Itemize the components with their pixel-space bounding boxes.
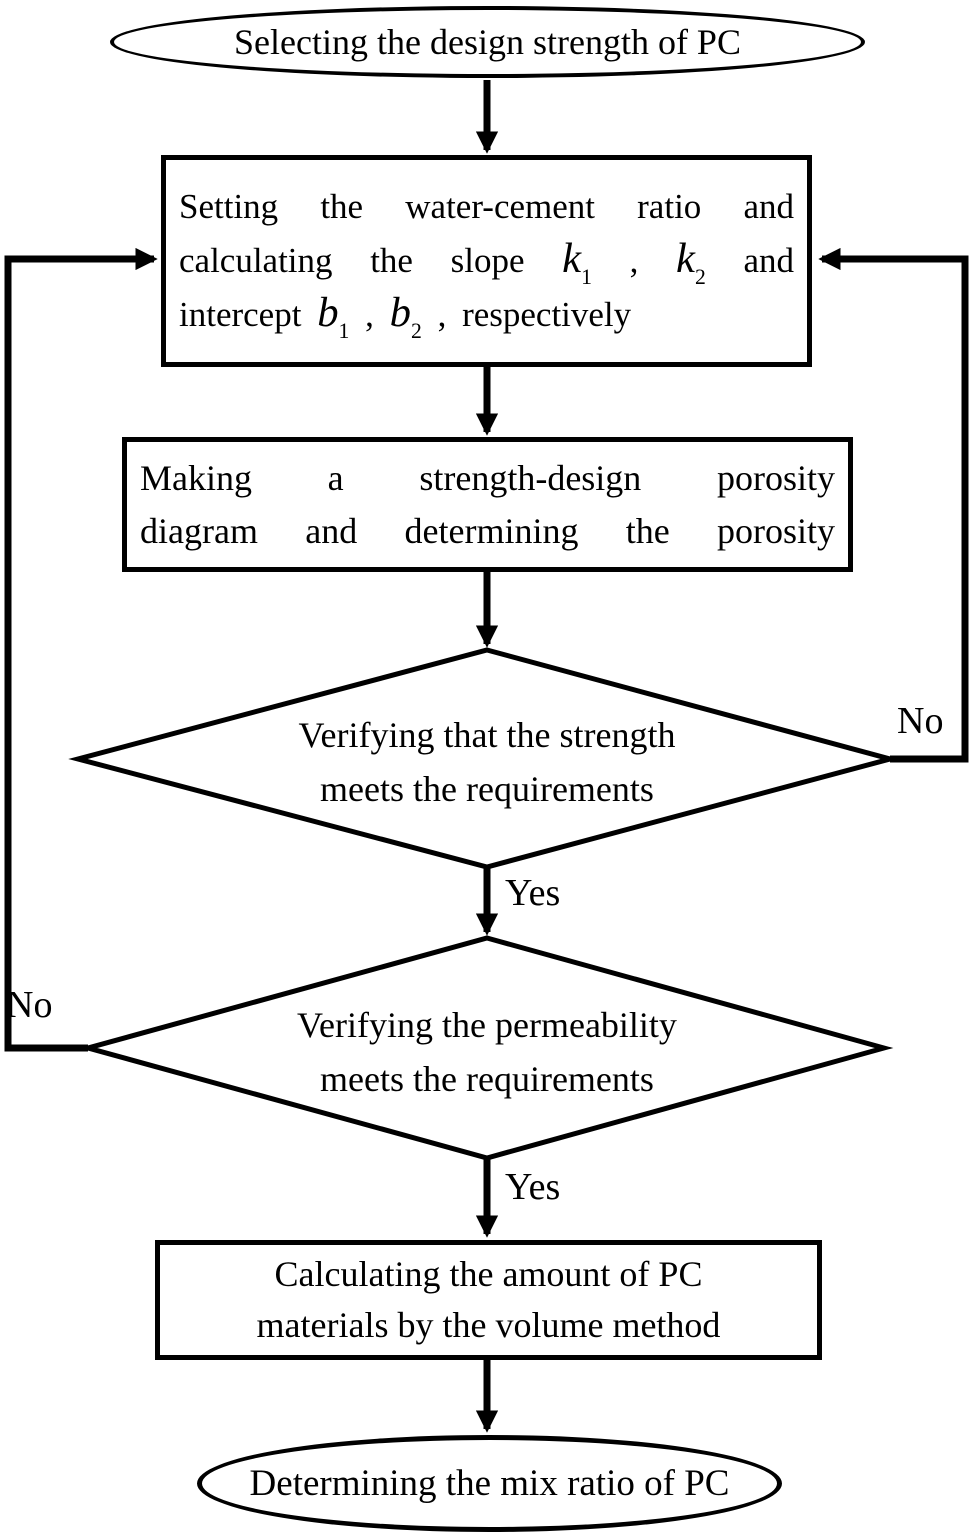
decision-permeability-label: Verifying the permeability meets the req… — [237, 998, 737, 1106]
start-label: Selecting the design strength of PC — [234, 22, 741, 62]
process-set-ratio-line3: intercept b1 , b2 , respectively — [179, 289, 632, 343]
process-porosity-diagram-line2: diagram and determining the porosity — [140, 510, 835, 551]
process-volume-method-line1: Calculating the amount of PC — [274, 1254, 703, 1294]
process-set-ratio: Setting the water-cement ratio and calcu… — [161, 155, 812, 367]
decision-permeability-line2: meets the requirements — [320, 1059, 654, 1099]
decision-permeability-shape — [78, 935, 894, 1161]
process-volume-method-line2: materials by the volume method — [256, 1305, 721, 1345]
edge-no-permeability-feedback — [4, 247, 158, 1052]
process-set-ratio-line1: Setting the water-cement ratio and — [179, 187, 794, 226]
start-terminator: Selecting the design strength of PC — [110, 6, 865, 78]
decision-strength-line1: Verifying that the strength — [298, 715, 676, 755]
edge-label-yes-strength: Yes — [505, 872, 561, 914]
end-terminator: Determining the mix ratio of PC — [197, 1435, 782, 1532]
decision-strength-label: Verifying that the strength meets the re… — [237, 708, 737, 816]
decision-strength-line2: meets the requirements — [320, 769, 654, 809]
edge-no-strength-feedback — [818, 247, 969, 763]
edge-label-no-strength: No — [897, 700, 944, 742]
end-label: Determining the mix ratio of PC — [249, 1463, 730, 1504]
process-porosity-diagram-line1: Making a strength-design porosity — [140, 457, 835, 498]
edge-label-no-permeability: No — [6, 984, 53, 1026]
decision-strength-shape — [68, 647, 900, 870]
decision-permeability-line1: Verifying the permeability — [297, 1005, 677, 1045]
process-set-ratio-line2: calculating the slope k1 , k2 and — [179, 235, 794, 289]
process-volume-method: Calculating the amount of PC materials b… — [155, 1240, 822, 1360]
process-porosity-diagram: Making a strength-design porosity diagra… — [122, 437, 853, 572]
edge-label-yes-permeability: Yes — [505, 1166, 561, 1208]
